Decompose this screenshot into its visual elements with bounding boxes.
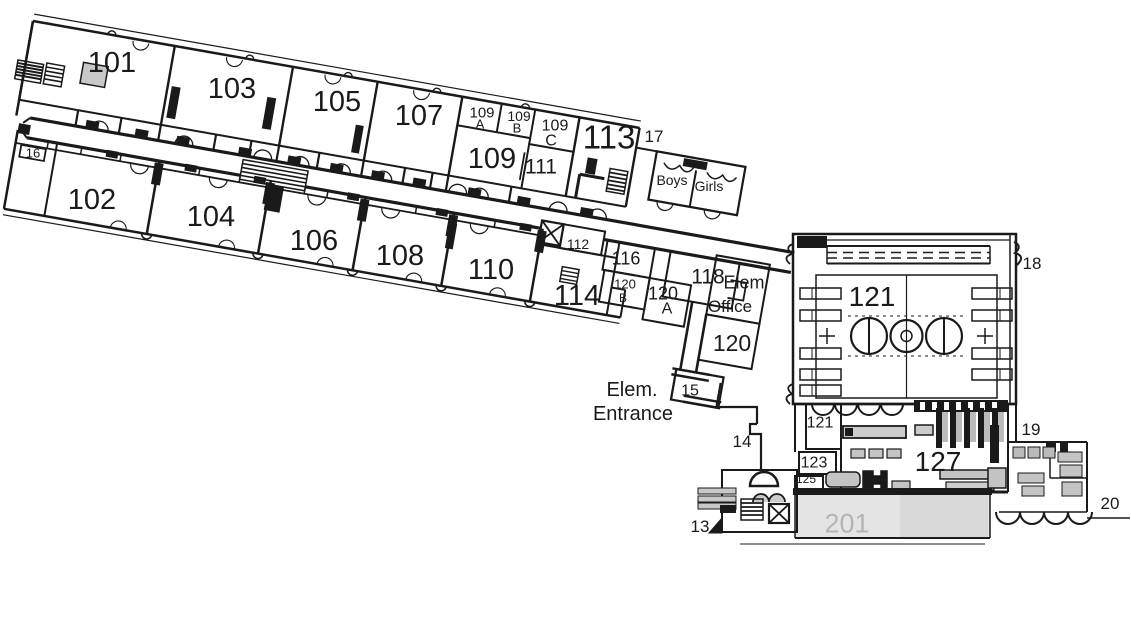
svg-text:109: 109 bbox=[469, 104, 494, 121]
svg-text:20: 20 bbox=[1101, 494, 1120, 513]
svg-text:109: 109 bbox=[507, 108, 531, 124]
svg-text:19: 19 bbox=[1022, 420, 1041, 439]
svg-text:102: 102 bbox=[68, 184, 116, 216]
svg-text:110: 110 bbox=[468, 254, 514, 286]
svg-text:18: 18 bbox=[1023, 254, 1042, 273]
svg-text:Entrance: Entrance bbox=[593, 403, 673, 425]
svg-text:113: 113 bbox=[583, 119, 636, 156]
svg-text:120: 120 bbox=[614, 277, 636, 292]
svg-text:123: 123 bbox=[801, 455, 828, 472]
svg-text:Boys: Boys bbox=[656, 172, 687, 188]
svg-text:Elem: Elem bbox=[723, 272, 764, 292]
svg-text:14: 14 bbox=[733, 432, 752, 451]
svg-text:109: 109 bbox=[542, 118, 569, 135]
svg-text:A: A bbox=[662, 301, 673, 318]
svg-text:118: 118 bbox=[691, 265, 724, 288]
svg-text:B: B bbox=[513, 121, 522, 136]
svg-text:C: C bbox=[545, 133, 557, 150]
svg-text:104: 104 bbox=[187, 201, 235, 233]
svg-text:Girls: Girls bbox=[695, 178, 724, 194]
svg-text:121: 121 bbox=[849, 281, 896, 312]
svg-text:116: 116 bbox=[612, 248, 641, 268]
svg-text:112: 112 bbox=[567, 236, 590, 252]
svg-text:B: B bbox=[619, 291, 627, 305]
svg-text:103: 103 bbox=[208, 73, 256, 105]
svg-text:17: 17 bbox=[645, 127, 664, 146]
svg-text:A: A bbox=[476, 117, 485, 132]
svg-text:13: 13 bbox=[691, 517, 710, 536]
svg-text:201: 201 bbox=[824, 508, 869, 538]
svg-text:106: 106 bbox=[290, 225, 338, 257]
svg-text:127: 127 bbox=[915, 446, 962, 477]
svg-text:15: 15 bbox=[681, 383, 699, 400]
svg-text:120: 120 bbox=[713, 330, 751, 356]
svg-text:107: 107 bbox=[395, 100, 443, 132]
svg-text:101: 101 bbox=[88, 47, 136, 79]
svg-text:105: 105 bbox=[313, 86, 361, 118]
svg-text:125: 125 bbox=[796, 472, 816, 486]
svg-text:16: 16 bbox=[26, 146, 40, 161]
svg-text:121: 121 bbox=[807, 415, 834, 432]
svg-text:120: 120 bbox=[648, 283, 678, 303]
svg-text:111: 111 bbox=[525, 155, 557, 178]
svg-text:108: 108 bbox=[376, 240, 424, 272]
svg-text:Elem.: Elem. bbox=[606, 379, 657, 401]
svg-text:Office: Office bbox=[708, 297, 752, 316]
svg-text:109: 109 bbox=[468, 143, 516, 175]
svg-text:114: 114 bbox=[554, 280, 600, 312]
